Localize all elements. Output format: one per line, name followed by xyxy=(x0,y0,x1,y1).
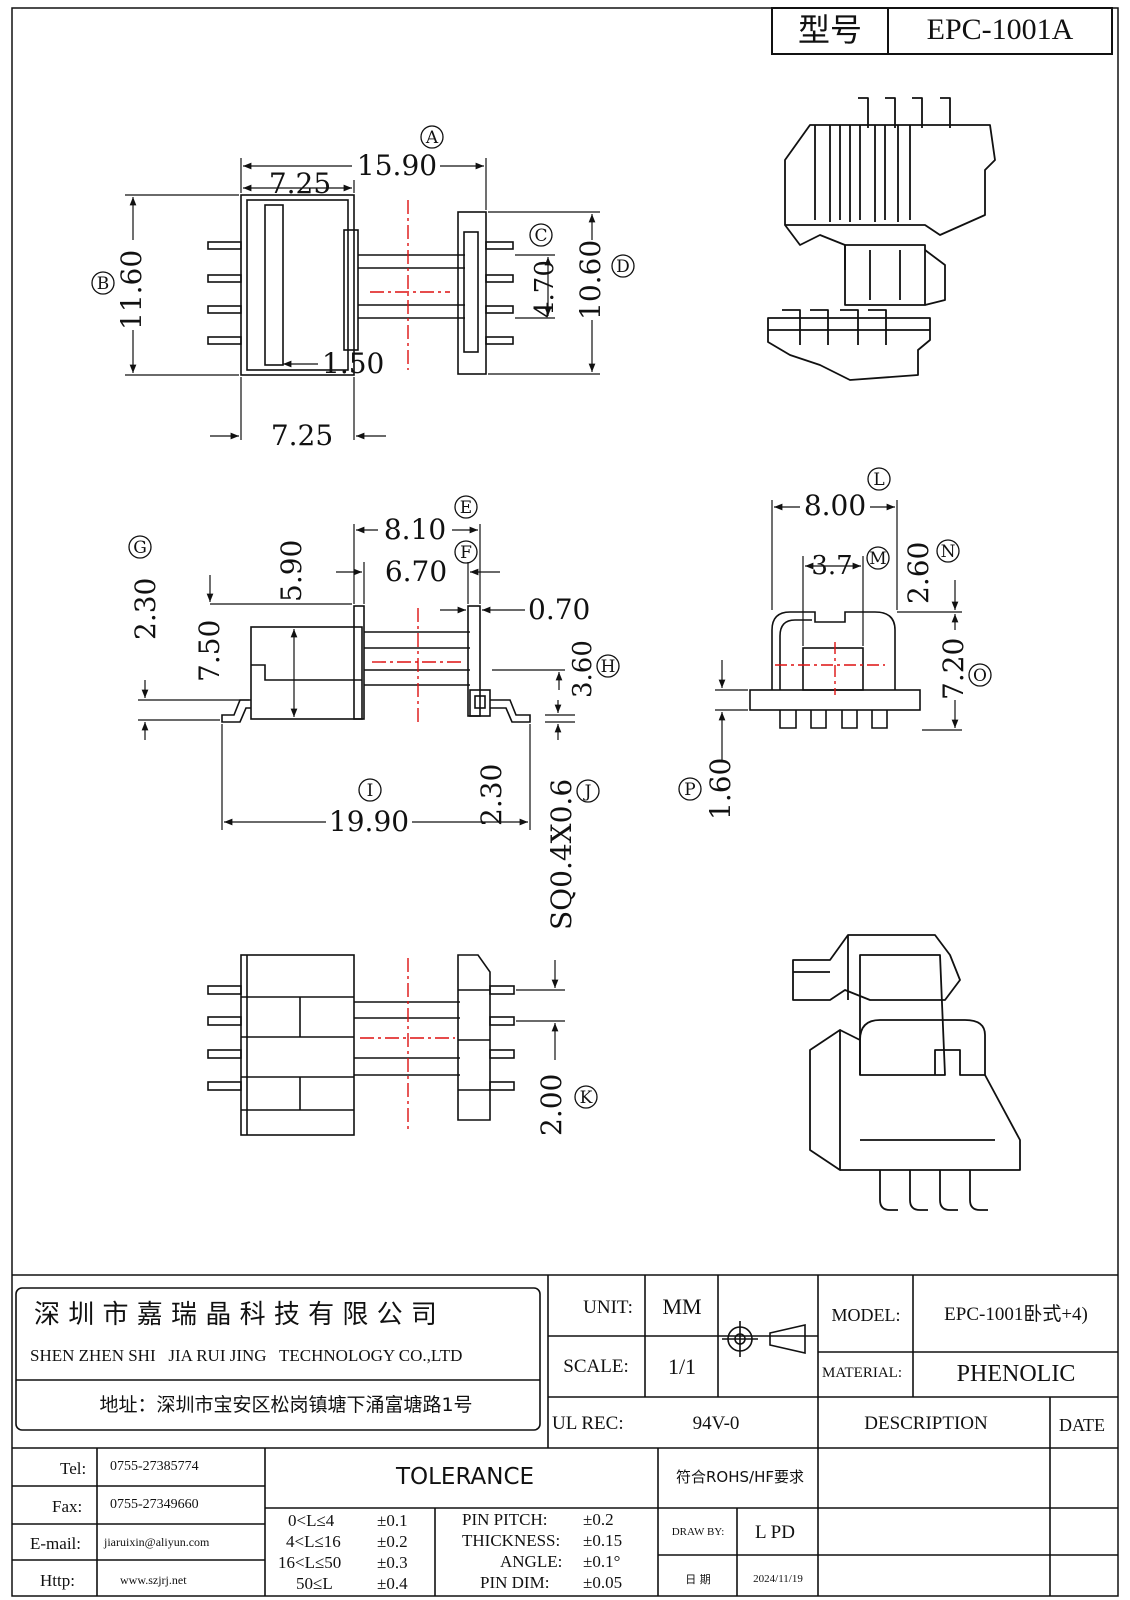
dim-end-720: 7.20 xyxy=(937,637,970,700)
rohs-note: 符合ROHS/HF要求 xyxy=(676,1468,804,1486)
dim-top-wall: 1.50 xyxy=(322,347,385,380)
side-view xyxy=(221,605,531,723)
top-view xyxy=(207,194,514,376)
dim-top-core: 4.70 xyxy=(530,260,560,318)
spec-value-4: ±0.05 xyxy=(583,1573,623,1592)
model-header-value: EPC-1001A xyxy=(926,13,1074,46)
title-block xyxy=(12,1274,1118,1596)
dim-top-width: 15.90 xyxy=(356,149,438,182)
company-name-cn: 深 圳 市 嘉 瑞 晶 科 技 有 限 公 司 xyxy=(34,1300,437,1330)
unit-value: MM xyxy=(662,1294,702,1319)
model-value: EPC-1001卧式+4) xyxy=(944,1304,1088,1325)
unit-label: UNIT: xyxy=(583,1297,633,1318)
dim-end-160: 1.60 xyxy=(704,757,737,820)
dim-side-230a: 2.30 xyxy=(129,577,162,640)
dim-side-590: 5.90 xyxy=(275,539,308,602)
dim-top-flange: 10.60 xyxy=(574,239,607,320)
draw-by-label: DRAW BY: xyxy=(671,1526,725,1538)
tel-label: Tel: xyxy=(60,1459,87,1478)
dim-side-pin-section: SQ0.4X0.6 xyxy=(545,778,578,930)
tel-value: 0755-27385774 xyxy=(110,1459,199,1474)
model-label: MODEL: xyxy=(831,1305,901,1325)
tol-range-4: 50≤L xyxy=(296,1574,333,1593)
tol-value-3: ±0.3 xyxy=(377,1553,408,1572)
fax-label: Fax: xyxy=(52,1497,83,1516)
dim-side-750: 7.50 xyxy=(193,619,226,682)
ul-value: 94V-0 xyxy=(692,1413,740,1434)
tolerance-title: TOLERANCE xyxy=(395,1464,535,1490)
scale-value: 1/1 xyxy=(667,1354,697,1379)
spec-label-1: PIN PITCH: xyxy=(462,1510,548,1529)
ul-label: UL REC: xyxy=(552,1413,624,1434)
draw-by-value: L PD xyxy=(755,1522,795,1543)
tol-range-3: 16<L≤50 xyxy=(278,1553,342,1572)
date-value: 2024/11/19 xyxy=(753,1573,803,1585)
dim-end-slot: 3.7 xyxy=(811,551,853,581)
dim-side-span: 8.10 xyxy=(383,513,447,546)
tol-value-2: ±0.2 xyxy=(377,1532,408,1551)
dim-top-body: 7.25 xyxy=(268,167,332,200)
iso-view-top xyxy=(767,97,996,381)
tol-value-4: ±0.4 xyxy=(377,1574,408,1593)
dim-side-230b: 2.30 xyxy=(475,763,508,826)
tol-range-1: 0<L≤4 xyxy=(288,1511,335,1530)
end-view xyxy=(749,611,921,729)
material-value: PHENOLIC xyxy=(956,1361,1076,1387)
date-cn-label: 日 期 xyxy=(685,1573,711,1586)
tol-range-2: 4<L≤16 xyxy=(286,1532,341,1551)
dim-end-260: 2.60 xyxy=(902,541,935,604)
material-label: MATERIAL: xyxy=(822,1365,902,1381)
http-value: www.szjrj.net xyxy=(120,1573,187,1587)
spec-label-3: ANGLE: xyxy=(500,1552,563,1571)
spec-label-2: THICKNESS: xyxy=(462,1531,561,1550)
email-value: jiaruixin@aliyun.com xyxy=(104,1535,210,1549)
dim-side-inner: 6.70 xyxy=(384,555,448,588)
dim-bottom-pitch: 2.00 xyxy=(535,1073,568,1136)
company-address: 地址：深圳市宝安区松岗镇塘下涌富塘路1号 xyxy=(99,1394,473,1416)
spec-value-2: ±0.15 xyxy=(583,1531,623,1550)
fax-value: 0755-27349660 xyxy=(110,1497,199,1512)
spec-value-3: ±0.1° xyxy=(583,1552,621,1571)
model-header-box xyxy=(771,7,1113,55)
date-header-label: DATE xyxy=(1059,1415,1105,1435)
bottom-view xyxy=(207,954,515,1136)
spec-value-1: ±0.2 xyxy=(583,1510,614,1529)
company-name-en: SHEN ZHEN SHI JIA RUI JING TECHNOLOGY CO… xyxy=(30,1346,463,1365)
dim-top-bottom: 7.25 xyxy=(270,419,334,452)
dim-side-length: 19.90 xyxy=(328,805,410,838)
tol-value-1: ±0.1 xyxy=(377,1511,408,1530)
http-label: Http: xyxy=(40,1571,75,1590)
dim-side-360: 3.60 xyxy=(568,640,598,698)
description-label: DESCRIPTION xyxy=(864,1413,988,1434)
scale-label: SCALE: xyxy=(563,1356,629,1377)
spec-label-4: PIN DIM: xyxy=(480,1573,550,1592)
email-label: E-mail: xyxy=(30,1534,81,1553)
model-header-label: 型号 xyxy=(797,11,863,49)
iso-view-bottom xyxy=(792,934,1021,1211)
dim-side-pin: 0.70 xyxy=(528,593,591,626)
dim-top-height: 11.60 xyxy=(115,249,148,330)
dim-end-width: 8.00 xyxy=(803,489,867,522)
